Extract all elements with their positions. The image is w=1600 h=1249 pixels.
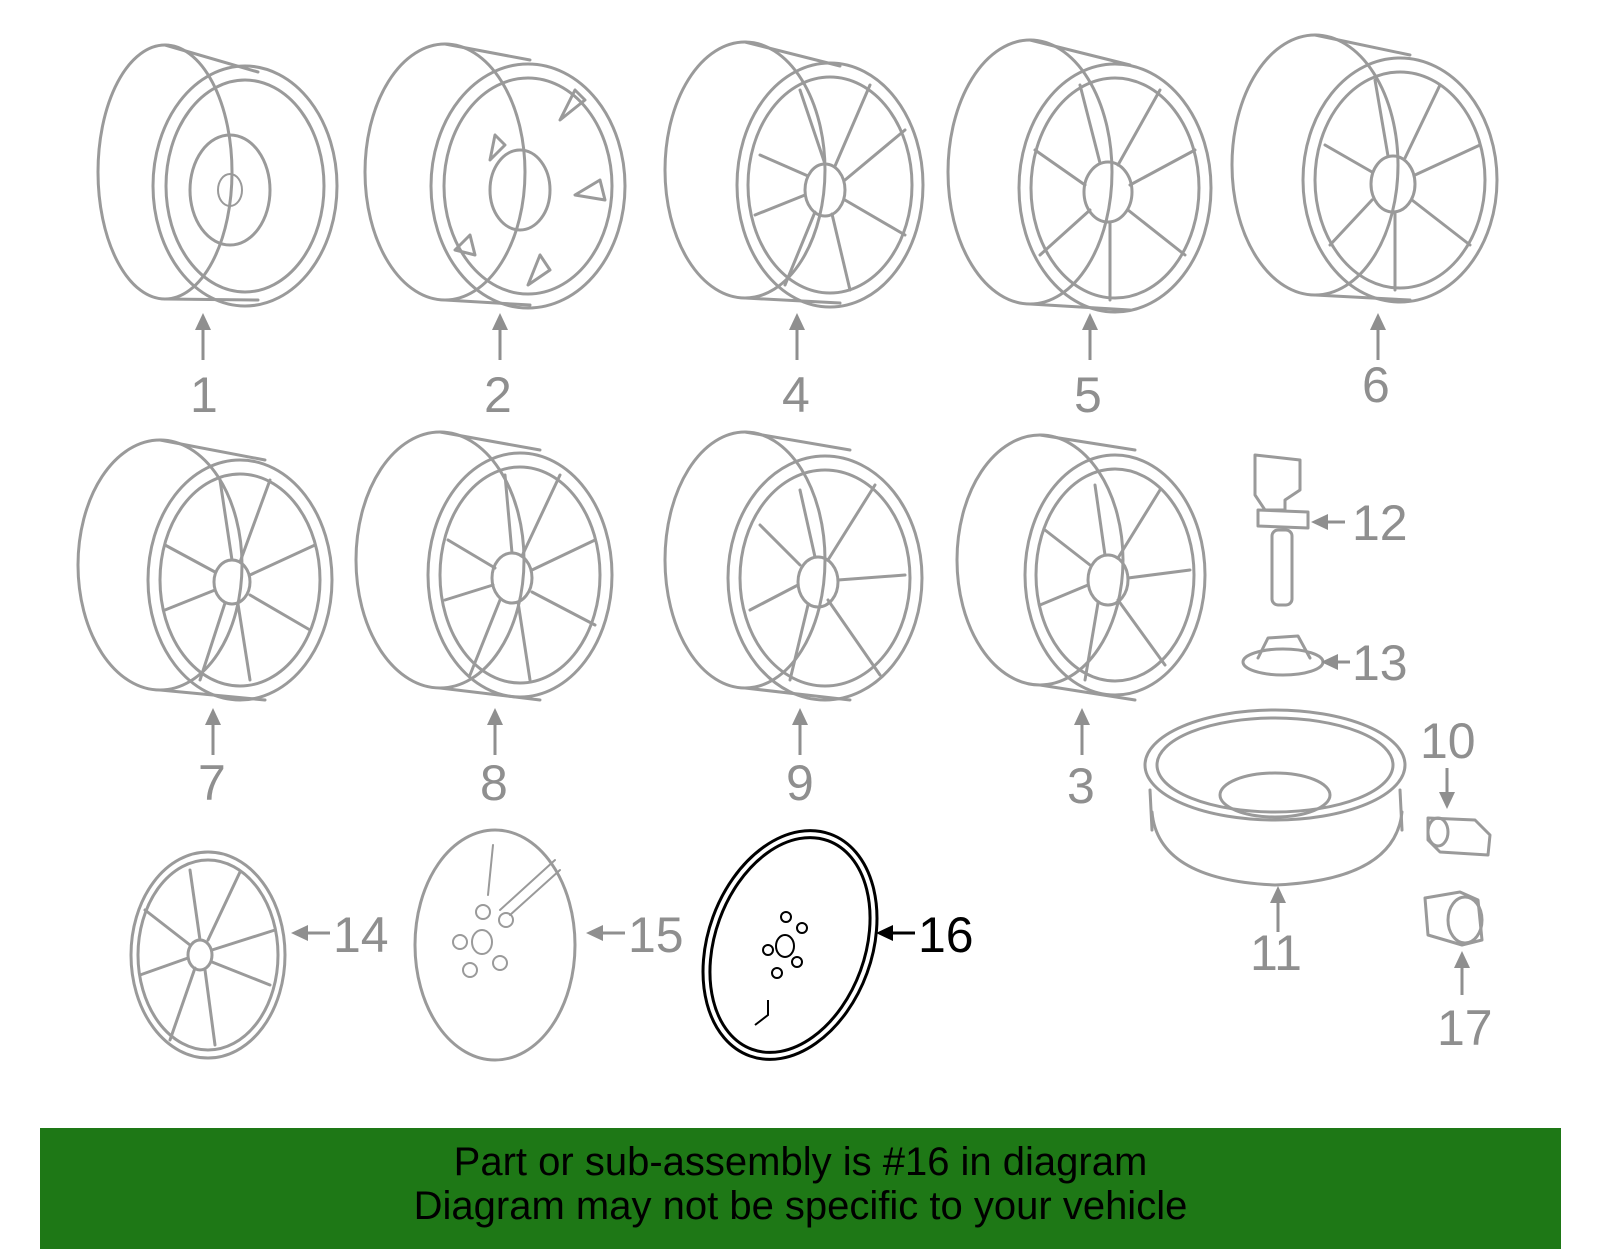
wheel-2[interactable] [363, 42, 627, 310]
wheel-cover-16[interactable] [673, 806, 908, 1084]
wheel-cover-15[interactable] [413, 828, 577, 1062]
callout-5[interactable]: 5 [1074, 367, 1102, 423]
lug-nut-10[interactable] [1426, 816, 1492, 857]
banner-line-1: Part or sub-assembly is #16 in diagram [453, 1140, 1148, 1184]
callout-15[interactable]: 15 [628, 907, 684, 963]
callout-13[interactable]: 13 [1352, 635, 1408, 691]
callout-9[interactable]: 9 [786, 755, 814, 811]
wheel-4[interactable] [663, 40, 925, 309]
wheel-1[interactable] [96, 43, 339, 308]
callout-6[interactable]: 6 [1362, 357, 1390, 413]
callout-2[interactable]: 2 [484, 367, 512, 423]
callout-17[interactable]: 17 [1437, 1000, 1493, 1056]
tpms-valve-12[interactable] [1253, 453, 1310, 607]
info-banner: Part or sub-assembly is #16 in diagram D… [40, 1128, 1561, 1249]
callout-7[interactable]: 7 [198, 755, 226, 811]
wheel-cover-14[interactable] [129, 850, 287, 1060]
callout-8[interactable]: 8 [480, 755, 508, 811]
callout-12[interactable]: 12 [1352, 495, 1408, 551]
wheel-9[interactable] [663, 430, 924, 702]
callout-16[interactable]: 16 [918, 907, 974, 963]
wheel-8[interactable] [354, 430, 614, 702]
cap-17[interactable] [1423, 890, 1484, 947]
callout-4[interactable]: 4 [782, 367, 810, 423]
banner-line-2: Diagram may not be specific to your vehi… [413, 1184, 1188, 1228]
spare-wheel-11[interactable] [1143, 708, 1407, 887]
nut-13[interactable] [1241, 634, 1325, 677]
callout-3[interactable]: 3 [1067, 758, 1095, 814]
parts-diagram: 1 2 4 5 6 [76, 33, 1499, 1084]
callout-1[interactable]: 1 [190, 367, 218, 423]
callout-10[interactable]: 10 [1420, 713, 1476, 769]
wheel-3[interactable] [955, 433, 1207, 702]
wheel-5[interactable] [946, 38, 1213, 314]
wheel-6[interactable] [1230, 33, 1499, 304]
callout-14[interactable]: 14 [333, 907, 389, 963]
callout-11[interactable]: 11 [1250, 925, 1302, 981]
wheel-7[interactable] [76, 438, 334, 702]
